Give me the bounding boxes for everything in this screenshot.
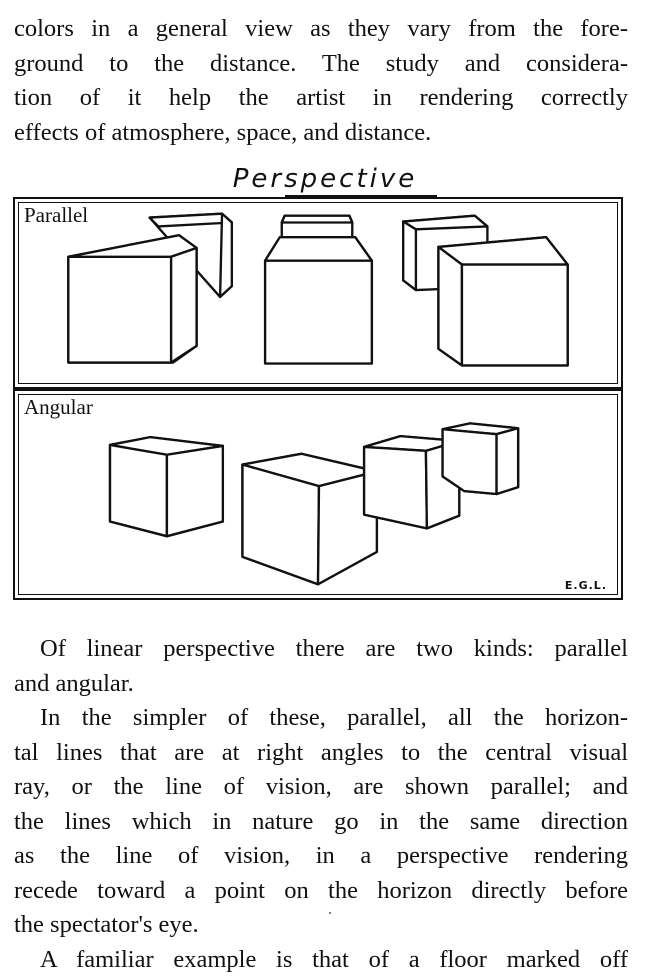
text-line: effects of atmosphere, space, and distan… — [14, 118, 432, 146]
cube-angular-left — [108, 435, 225, 538]
text-line: tion of it help the artist in rendering … — [14, 84, 628, 111]
cube-angular-far-right — [441, 422, 520, 496]
text-line: recede toward a point on the horizon dir… — [14, 876, 628, 904]
text-line: and angular. — [14, 669, 134, 697]
parallel-perspective-panel: Parallel — [13, 197, 623, 389]
text-line: tal lines that are at right angles to th… — [14, 738, 628, 766]
text-line: ground to the distance. The study and co… — [14, 49, 628, 77]
angular-perspective-panel: Angular E.G.L. — [13, 389, 623, 600]
text-line: the spectator's eye. — [14, 911, 199, 938]
body-paragraphs: Of linear perspective there are two kind… — [14, 632, 628, 977]
text-line: as the line of vision, in a perspective … — [14, 842, 628, 869]
figure-title: Perspective — [232, 164, 418, 194]
text-line: ray, or the line of vision, are shown pa… — [14, 773, 628, 800]
artist-signature: E.G.L. — [564, 579, 607, 592]
intro-paragraph: colors in a general view as they vary fr… — [14, 12, 628, 150]
cube-front-center — [263, 236, 374, 365]
parallel-label: Parallel — [24, 203, 89, 227]
cube-angular-center — [241, 452, 379, 586]
angular-cubes-drawing — [108, 422, 520, 586]
text-line: In the simpler of these, parallel, all t… — [40, 704, 628, 731]
cube-front-right — [437, 236, 569, 367]
text-line: Of linear perspective there are two kind… — [40, 635, 628, 662]
parallel-cubes-drawing — [67, 212, 569, 367]
paper-speck — [329, 912, 331, 914]
text-line: A familiar example is that of a floor ma… — [40, 945, 628, 973]
text-line: colors in a general view as they vary fr… — [14, 15, 628, 42]
cube-front-left — [67, 234, 198, 364]
text-line: the lines which in nature go in the same… — [14, 807, 628, 835]
figure-title-underline — [285, 195, 437, 197]
angular-label: Angular — [24, 395, 93, 419]
